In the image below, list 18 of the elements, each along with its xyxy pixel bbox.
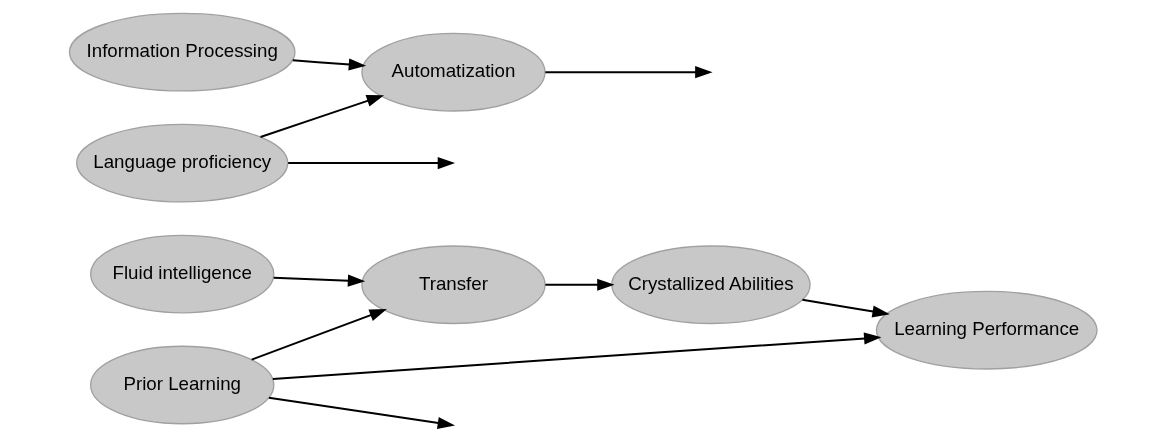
arrow <box>545 66 713 79</box>
arrow <box>260 95 384 138</box>
arrow <box>288 157 456 170</box>
arrow <box>272 332 882 380</box>
node-ellipse: Fluid intelligence <box>89 234 275 314</box>
node-ellipse: Transfer <box>361 245 546 325</box>
arrow <box>268 396 456 430</box>
node-ellipse: Prior Learning <box>89 345 275 425</box>
arrow <box>292 58 367 71</box>
arrow <box>802 298 890 318</box>
node-ellipse: Crystallized Abilities <box>611 245 811 325</box>
node-ellipse: Learning Performance <box>875 290 1098 370</box>
arrow <box>251 309 387 361</box>
node-ellipse: Automatization <box>361 32 546 112</box>
node-ellipse: Information Processing <box>68 12 296 92</box>
arrow <box>273 274 366 287</box>
arrow <box>545 278 615 291</box>
node-ellipse: Language proficiency <box>76 123 289 203</box>
